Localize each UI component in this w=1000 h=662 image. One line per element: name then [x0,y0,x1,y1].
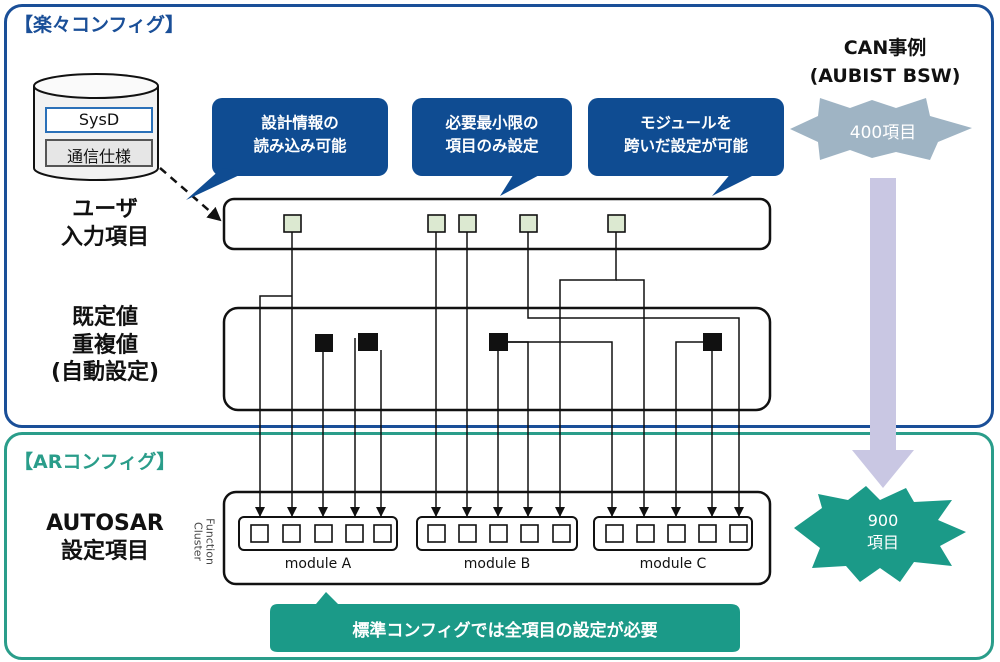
ar-config-panel [4,432,994,660]
default-values-label-line3: (自動設定) [50,360,160,385]
standard-config-banner: 標準コンフィグでは全項目の設定が必要 [352,621,658,641]
badge-900-line1: 900 [867,511,899,530]
autosar-items-label: AUTOSAR 設定項目 [20,510,190,565]
callout-minimum-items-text: 必要最小限の 項目のみ設定 [412,112,572,159]
default-values-label-line2: 重複値 [71,332,138,358]
user-input-box [222,197,772,251]
rakuraku-config-panel [4,4,994,428]
badge-900-items: 900 項目 [830,510,936,553]
sysd-label: SysD [78,110,120,129]
can-case-label: CAN事例 (AUBIST BSW) [790,35,980,90]
callout-minimum-items [412,98,572,196]
callout-1-line1: 設計情報の [261,114,339,132]
badge-900-shape [794,486,966,582]
badge-400-items: 400項目 [849,123,917,143]
module-b-label: module B [463,556,531,572]
callout-cross-module [588,98,784,196]
user-input-label: ユーザ 入力項目 [20,196,190,251]
default-values-box [222,306,772,412]
callout-read-design-info [186,98,388,200]
can-case-line1: CAN事例 [843,37,927,59]
user-input-label-line1: ユーザ [72,197,138,222]
callout-2-line2: 項目のみ設定 [445,137,539,156]
function-cluster-line1: Function [203,518,217,565]
banner-shape [270,604,740,652]
item-increase-arrow [852,178,914,488]
autosar-items-label-line2: 設定項目 [60,538,149,564]
user-input-items [283,214,626,233]
ar-config-header: 【ARコンフィグ】 [14,451,176,473]
callout-3-line2: 跨いだ設定が可能 [623,137,748,156]
module-a-label: module A [284,556,352,572]
function-cluster-line2: Cluster [192,522,205,562]
rakuraku-config-header: 【楽々コンフィグ】 [14,14,185,36]
module-items [250,524,748,543]
function-cluster-label: Function Cluster [192,507,217,577]
user-input-label-line2: 入力項目 [60,224,149,250]
can-case-line2: (AUBIST BSW) [809,64,961,87]
callout-1-line2: 読み込み可能 [253,137,347,156]
badge-900-line2: 項目 [866,532,899,552]
callout-read-design-info-text: 設計情報の 読み込み可能 [212,112,388,159]
callout-cross-module-text: モジュールを 跨いだ設定が可能 [588,112,784,159]
callout-2-line1: 必要最小限の [445,114,539,132]
default-values-label-line1: 既定値 [71,305,138,330]
default-value-items [315,333,722,352]
database-cylinder-icon [33,73,159,181]
badge-400-shape [790,98,972,160]
callout-3-line1: モジュールを [640,114,732,132]
autosar-items-label-line1: AUTOSAR [46,511,164,536]
module-c-label: module C [639,556,707,572]
default-values-label: 既定値 重複値 (自動設定) [20,304,190,387]
comm-spec-label: 通信仕様 [66,147,131,166]
